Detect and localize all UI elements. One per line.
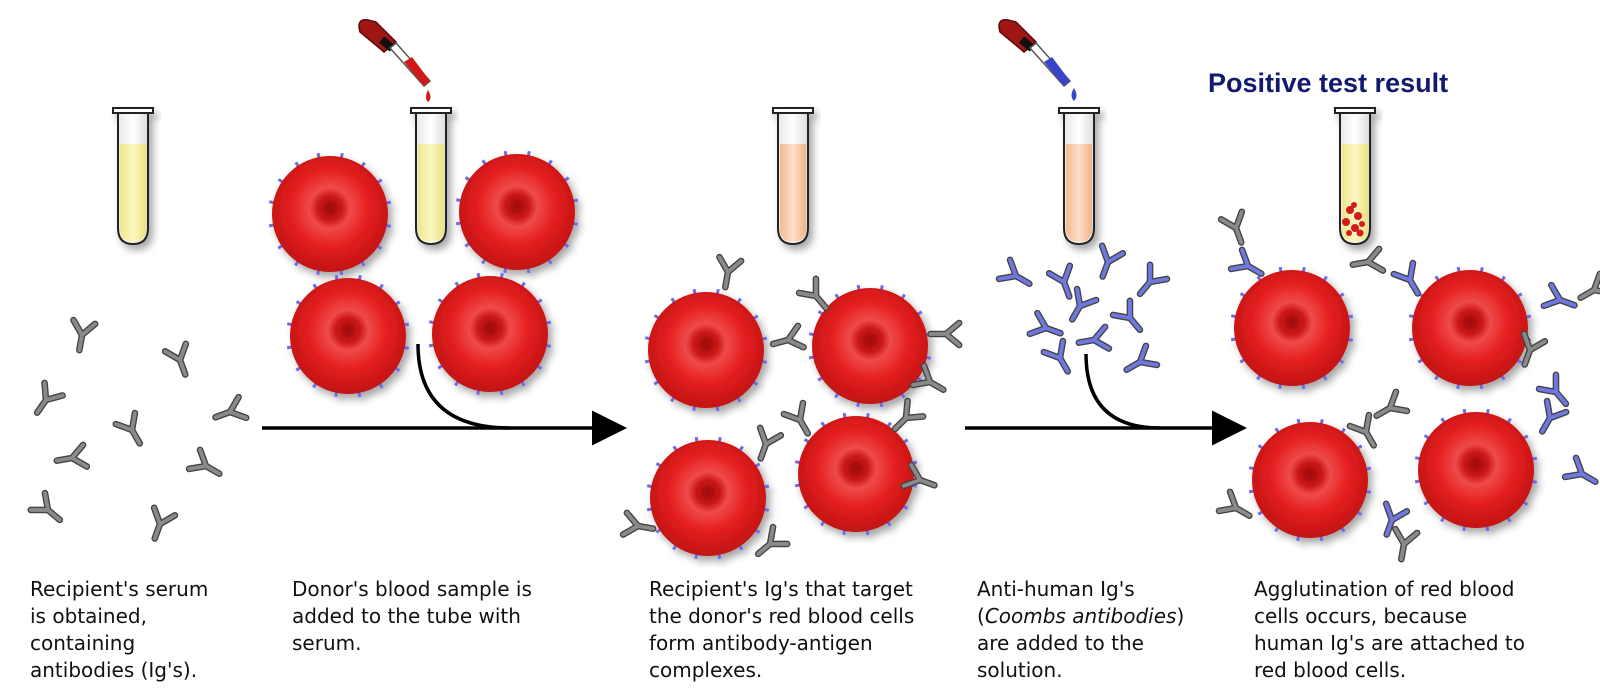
- recipient-antibody: [1373, 388, 1411, 420]
- red-blood-cells: [268, 150, 1538, 560]
- red-blood-cell: [1408, 266, 1532, 390]
- red-blood-cell: [1230, 266, 1354, 390]
- caption-line: complexes.: [649, 658, 763, 682]
- caption-line: (Coombs antibodies): [977, 604, 1185, 628]
- caption-line: is obtained,: [30, 604, 147, 628]
- recipient-antibody: [1577, 270, 1600, 302]
- red-blood-cell: [1248, 418, 1372, 542]
- caption-line: solution.: [977, 658, 1063, 682]
- red-blood-cell: [646, 436, 770, 560]
- red-blood-cell: [1414, 408, 1538, 532]
- coombs-antibody: [1540, 281, 1578, 310]
- caption-line: serum.: [292, 631, 362, 655]
- recipient-antibody: [33, 379, 66, 416]
- coombs-antibody: [1538, 397, 1570, 435]
- caption-line: human Ig's are attached to: [1254, 631, 1525, 655]
- caption-line: form antibody-antigen: [649, 631, 873, 655]
- positive-test-result-title: Positive test result: [1208, 68, 1449, 98]
- recipient-antibody: [1392, 525, 1421, 563]
- caption-recipient-serum: Recipient's serum is obtained, containin…: [30, 576, 208, 684]
- coombs-dropper: [998, 19, 1077, 101]
- coombs-antibody: [1098, 242, 1127, 280]
- coombs-antibody: [1026, 309, 1064, 338]
- coombs-antibody: [1040, 337, 1072, 375]
- test-tube-serum-donor: [410, 107, 452, 246]
- recipient-antibody: [909, 362, 947, 394]
- test-tube-agglutination: [1334, 107, 1376, 246]
- recipient-antibody: [716, 253, 745, 291]
- blood-dropper: [358, 19, 432, 102]
- coombs-antibody: [1045, 262, 1074, 300]
- recipient-antibody: [1346, 411, 1378, 449]
- caption-complexes: Recipient's Ig's that target the donor's…: [649, 576, 914, 684]
- coombs-antibody: [1075, 323, 1113, 352]
- recipient-antibody: [53, 441, 91, 470]
- red-blood-cell: [808, 284, 932, 408]
- recipient-antibody: [1215, 488, 1253, 520]
- recipient-antibody: [70, 316, 99, 354]
- caption-donor-blood: Donor's blood sample is added to the tub…: [292, 576, 532, 657]
- coombs-antibodies-term: Coombs antibodies: [984, 604, 1177, 628]
- arrow-step-1: [262, 343, 627, 446]
- recipient-antibody: [27, 489, 64, 524]
- test-tube-complexes: [772, 107, 814, 246]
- coombs-antibody: [1227, 246, 1265, 278]
- recipient-antibody: [756, 424, 785, 462]
- recipient-antibody: [185, 446, 223, 478]
- coombs-antibody: [1382, 500, 1411, 538]
- red-blood-cell: [644, 288, 768, 412]
- caption-line: are added to the: [977, 631, 1144, 655]
- coombs-antibody: [1136, 261, 1171, 298]
- caption-line: the donor's red blood cells: [649, 604, 915, 628]
- caption-agglutination: Agglutination of red blood cells occurs,…: [1254, 576, 1525, 684]
- antibodies: [27, 208, 1600, 563]
- arrow-step-2: [965, 353, 1247, 446]
- test-tube-serum: [112, 107, 154, 246]
- recipient-antibody: [900, 461, 938, 490]
- recipient-antibody: [795, 275, 830, 312]
- caption-line: Donor's blood sample is: [292, 577, 532, 601]
- recipient-antibody: [212, 393, 250, 422]
- caption-line: red blood cells.: [1254, 658, 1407, 682]
- test-tube-coombs: [1058, 107, 1100, 246]
- recipient-antibody: [150, 504, 179, 542]
- red-blood-cell: [428, 272, 552, 396]
- coombs-antibody: [1109, 297, 1144, 334]
- caption-line: containing: [30, 631, 136, 655]
- coombs-antibody: [1390, 259, 1422, 297]
- caption-line: added to the tube with: [292, 604, 521, 628]
- coombs-antibody: [1068, 285, 1100, 323]
- red-blood-cell: [794, 412, 918, 536]
- caption-coombs: Anti-human Ig's (Coombs antibodies) are …: [977, 576, 1184, 684]
- coombs-antibody: [1561, 454, 1599, 486]
- recipient-antibody: [754, 523, 791, 558]
- recipient-antibody: [1349, 245, 1387, 274]
- coombs-antibody: [1123, 342, 1161, 374]
- caption-line: Recipient's Ig's that target: [649, 577, 913, 601]
- caption-line: Agglutination of red blood: [1254, 577, 1515, 601]
- caption-line: Anti-human Ig's: [977, 577, 1135, 601]
- recipient-antibody: [1217, 208, 1246, 246]
- red-blood-cell: [455, 150, 579, 274]
- coombs-antibody: [995, 256, 1033, 288]
- recipient-antibody: [161, 340, 190, 378]
- recipient-antibody: [112, 409, 144, 447]
- coombs-antibody: [1535, 371, 1570, 408]
- agglutinated-clump: [1342, 202, 1365, 237]
- recipient-antibody: [927, 319, 963, 349]
- recipient-antibody: [891, 397, 927, 433]
- caption-line: Recipient's serum: [30, 577, 209, 601]
- recipient-antibody: [1520, 330, 1549, 368]
- recipient-antibody: [769, 322, 807, 351]
- caption-line: antibodies (Ig's).: [30, 658, 198, 682]
- caption-line: cells occurs, because: [1254, 604, 1468, 628]
- recipient-antibody: [619, 509, 657, 538]
- red-blood-cell: [286, 274, 410, 398]
- recipient-antibody: [780, 399, 812, 437]
- red-blood-cell: [268, 152, 392, 276]
